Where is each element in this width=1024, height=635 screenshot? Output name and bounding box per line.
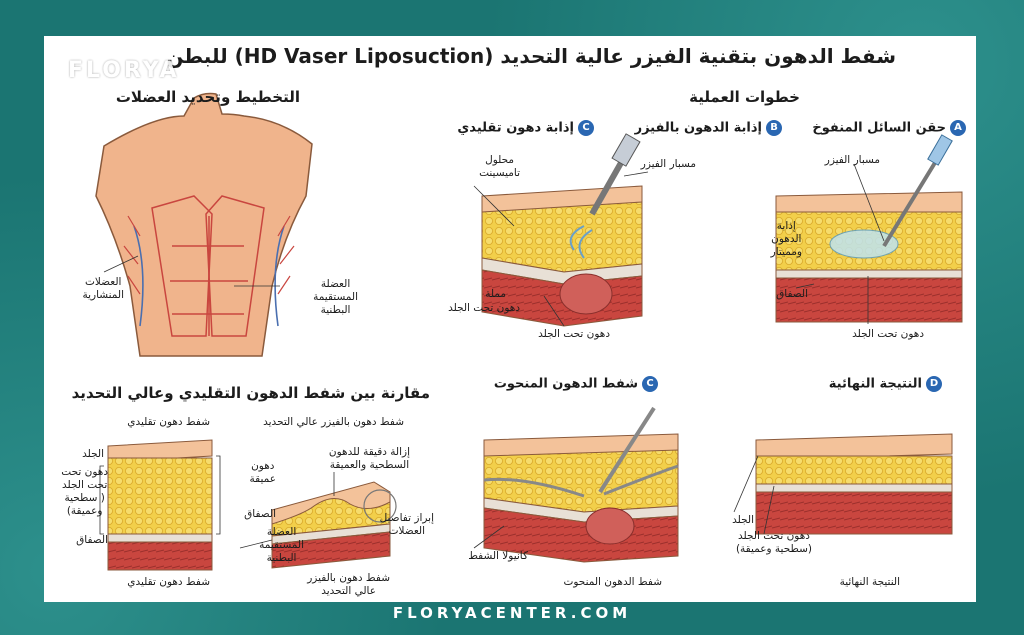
planning-heading: التخطيط وتحديد العضلات — [115, 88, 300, 106]
block-comparison-hd — [239, 472, 397, 569]
label-oblique-muscles: العضلات المنشارية — [82, 276, 124, 301]
step-b-subq2-label: دهون تحت الجلد — [538, 328, 610, 340]
step-c-title: Cإذابة دهون تقليدي — [457, 120, 594, 136]
step-d-title: Dالنتيجة النهائية — [829, 376, 942, 392]
brand-logo: FLORYA — [68, 58, 180, 83]
comparison-left-caption: شفط دهون تقليدي — [127, 576, 210, 588]
comparison-heading: مقارنة بين شفط الدهون التقليدي وعالي الت… — [71, 384, 430, 402]
step-a-emulsify-label: إذابة الدهون ومميتار — [770, 220, 802, 258]
step-b-side-label: مملة — [485, 288, 506, 300]
step-d-skin-label: الجلد — [732, 514, 754, 526]
step-b-title: Bإذابة الدهون بالفيزر — [635, 120, 782, 136]
infographic-panel: شفط الدهون بتقنية الفيزر عالية التحديد (… — [44, 36, 976, 602]
comparison-fascia-mid-label: الصفاق — [244, 508, 276, 520]
step-c2-caption: شفط الدهون المنحوت — [563, 576, 663, 588]
step-c-badge: C — [578, 120, 594, 136]
step-a-fascia-label: الصفاق — [776, 288, 808, 300]
step-a-probe-label: مسبار الفيزر — [824, 154, 880, 166]
comparison-fascia-left-label: الصفاق — [76, 534, 108, 546]
step-a-badge: A — [950, 120, 966, 136]
step-b-badge: B — [766, 120, 782, 136]
comparison-reveal-label: إبراز تفاصيل العضلات — [379, 512, 434, 537]
comparison-skin-label: الجلد — [82, 448, 104, 460]
block-step-c2 — [473, 406, 679, 563]
step-c2-badge: C — [642, 376, 658, 392]
block-step-b — [473, 133, 649, 327]
block-step-a — [775, 134, 963, 324]
comparison-precise-label: إزالة دقيقة للدهون السطحية والعميقة — [328, 446, 410, 471]
comparison-subq-label: دهون تحت تحت الجلد ( سطحية وعميقة) — [61, 466, 108, 517]
step-b-probe-label: مسبار الفيزر — [640, 158, 696, 170]
step-c2-title: Cشفط الدهون المنحوت — [494, 376, 658, 392]
step-b-subq-label: دهون تحت الجلد — [448, 302, 520, 314]
step-a-subq-label: دهون تحت الجلد — [852, 328, 924, 340]
block-step-d — [733, 433, 953, 535]
comparison-left-title: شفط دهون تقليدي — [127, 416, 210, 428]
comparison-right-title: شفط دهون بالفيزر عالي التحديد — [263, 416, 404, 428]
comparison-deep-fat-label: دهون عميقة — [249, 460, 276, 485]
illustrations — [95, 92, 963, 571]
steps-heading: خطوات العملية — [689, 88, 800, 106]
page-title: شفط الدهون بتقنية الفيزر عالية التحديد (… — [166, 44, 896, 68]
comparison-rectus-label: العضلة المستقيمة البطنية — [259, 526, 304, 564]
step-d-caption: النتيجة النهائية — [839, 576, 900, 588]
comparison-right-caption: شفط دهون بالفيزر عالي التحديد — [307, 572, 390, 597]
footer-url[interactable]: FLORYACENTER.COM — [392, 604, 632, 622]
torso-illustration — [95, 92, 313, 357]
step-b-solution-label: محلول تاميسينت — [479, 154, 520, 179]
block-comparison-traditional — [99, 439, 221, 571]
step-a-title: Aحقن السائل المنفوخ — [812, 120, 966, 136]
label-rectus-muscle: العضلة المستقيمة البطنية — [313, 278, 358, 316]
step-d-subq-label: دهون تحت الجلد (سطحية وعميقة) — [735, 530, 812, 555]
step-c2-cannula-label: كانيولا الشفط — [468, 550, 528, 562]
step-d-badge: D — [926, 376, 942, 392]
